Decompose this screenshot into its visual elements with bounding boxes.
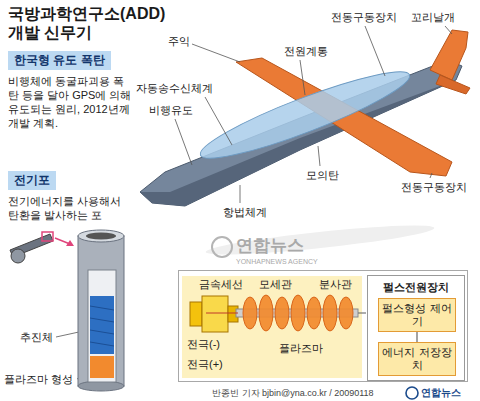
leader-line bbox=[300, 60, 305, 95]
coil-line bbox=[90, 306, 114, 310]
plasma-blob bbox=[323, 295, 337, 331]
barrel-body bbox=[78, 236, 124, 386]
heading-box: 전기포전기에너지를 사용해서 탄환을 발사하는 포 bbox=[8, 170, 135, 222]
part-label: 주익 bbox=[167, 34, 191, 48]
plasma-zone bbox=[90, 356, 114, 378]
part-label: 전극(-) bbox=[187, 337, 220, 351]
tail-plane bbox=[436, 75, 470, 94]
part-label: 추진체 bbox=[20, 330, 53, 344]
part-label: 분사관 bbox=[319, 277, 352, 291]
part-label: 플라즈마 형성 bbox=[4, 372, 73, 386]
chart-title: 국방과학연구소(ADD) 개발 신무기 bbox=[8, 4, 178, 42]
part-label: 금속세선 bbox=[199, 277, 243, 291]
heading-box: 한국형 유도 폭탄비행체에 동굴파괴용 폭탄 등을 달아 GPS에 의해 유도되… bbox=[8, 50, 133, 130]
body-text: 전기에너지를 사용해서 탄환을 발사하는 포 bbox=[8, 194, 135, 222]
heading-text: 한국형 유도 폭탄 bbox=[8, 51, 111, 70]
plasma-blob bbox=[291, 295, 305, 331]
component-box: 에너지 저장장치 bbox=[378, 342, 456, 376]
barrel-top bbox=[78, 230, 124, 242]
component-box: 펄스형성 제어기 bbox=[378, 298, 456, 332]
watermark-logo bbox=[212, 237, 232, 257]
electrode bbox=[202, 296, 228, 332]
leader-line bbox=[445, 26, 452, 34]
part-label: 자동송수신체계 bbox=[135, 81, 214, 95]
pointer-head bbox=[66, 240, 74, 246]
leader-line bbox=[175, 119, 192, 165]
connector bbox=[416, 332, 417, 342]
barrel-cutaway bbox=[88, 270, 116, 382]
plasma-blob bbox=[339, 297, 353, 329]
part-label: 꼬리날개 bbox=[410, 10, 456, 24]
part-label: 전동구동장치 bbox=[400, 180, 468, 194]
coil-line bbox=[90, 342, 114, 346]
heading-text: 전기포 bbox=[8, 171, 56, 190]
box-title: 펄스전원장치 bbox=[368, 280, 464, 294]
leader-line bbox=[430, 173, 432, 178]
part-label: 전원계통 bbox=[283, 44, 329, 58]
coil-line bbox=[90, 318, 114, 322]
plasma-blob bbox=[307, 297, 321, 329]
panel-ground bbox=[178, 270, 468, 382]
part-label: 플라즈마 bbox=[279, 341, 323, 355]
plasma-blobs bbox=[243, 295, 353, 331]
barrel-bore bbox=[86, 233, 116, 240]
watermark-text: YONHAPNEWS AGENCY bbox=[236, 257, 318, 266]
part-label: 항법체계 bbox=[222, 205, 268, 219]
credit-caption: 반종빈 기자 bjbin@yna.co.kr / 20090118 bbox=[212, 388, 374, 399]
leader-line bbox=[318, 146, 320, 166]
pointer-arrow bbox=[55, 238, 70, 244]
plasma-blob bbox=[275, 297, 289, 329]
leader-line bbox=[205, 97, 232, 145]
canopy bbox=[194, 59, 415, 171]
agency-logo bbox=[406, 387, 418, 399]
coil-line bbox=[90, 330, 114, 334]
part-label: 전동구동장치 bbox=[330, 10, 398, 24]
part-label: 모의탄 bbox=[305, 168, 340, 182]
electrode bbox=[190, 302, 202, 326]
cannon-wheel bbox=[11, 249, 25, 263]
part-label: 모세관 bbox=[259, 277, 292, 291]
pointer-square bbox=[42, 232, 53, 241]
part-label: 비행유도 bbox=[148, 103, 194, 117]
body-text: 비행체에 동굴파괴용 폭탄 등을 달아 GPS에 의해 유도되는 원리, 201… bbox=[8, 74, 133, 130]
metal-wire bbox=[206, 313, 238, 314]
propellant bbox=[90, 296, 114, 354]
tail-fin bbox=[430, 30, 468, 80]
box-text: 에너지 저장장치 bbox=[382, 346, 452, 372]
power-wire bbox=[358, 312, 366, 313]
part-label: 전극(+) bbox=[187, 357, 223, 371]
leader-line bbox=[240, 185, 241, 203]
detail-panel: 금속세선 모세관 분사관전극(-) 전극(+) 플라즈마 펄스전원장치펄스형성 제어기에너… bbox=[178, 270, 468, 382]
plasma-blob bbox=[259, 295, 273, 331]
plane-shadow bbox=[205, 220, 435, 260]
propellant-coil bbox=[90, 306, 114, 346]
leader-line bbox=[365, 26, 385, 76]
leader-line bbox=[192, 44, 240, 62]
detail-ground bbox=[182, 276, 362, 378]
agency-name: 연합뉴스 bbox=[421, 387, 461, 399]
plasma-blob bbox=[243, 297, 257, 329]
power-box: 펄스전원장치펄스형성 제어기에너지 저장장치 bbox=[367, 275, 465, 381]
watermark-text: 연합뉴스 bbox=[236, 236, 304, 256]
box-text: 펄스형성 제어기 bbox=[382, 302, 452, 328]
